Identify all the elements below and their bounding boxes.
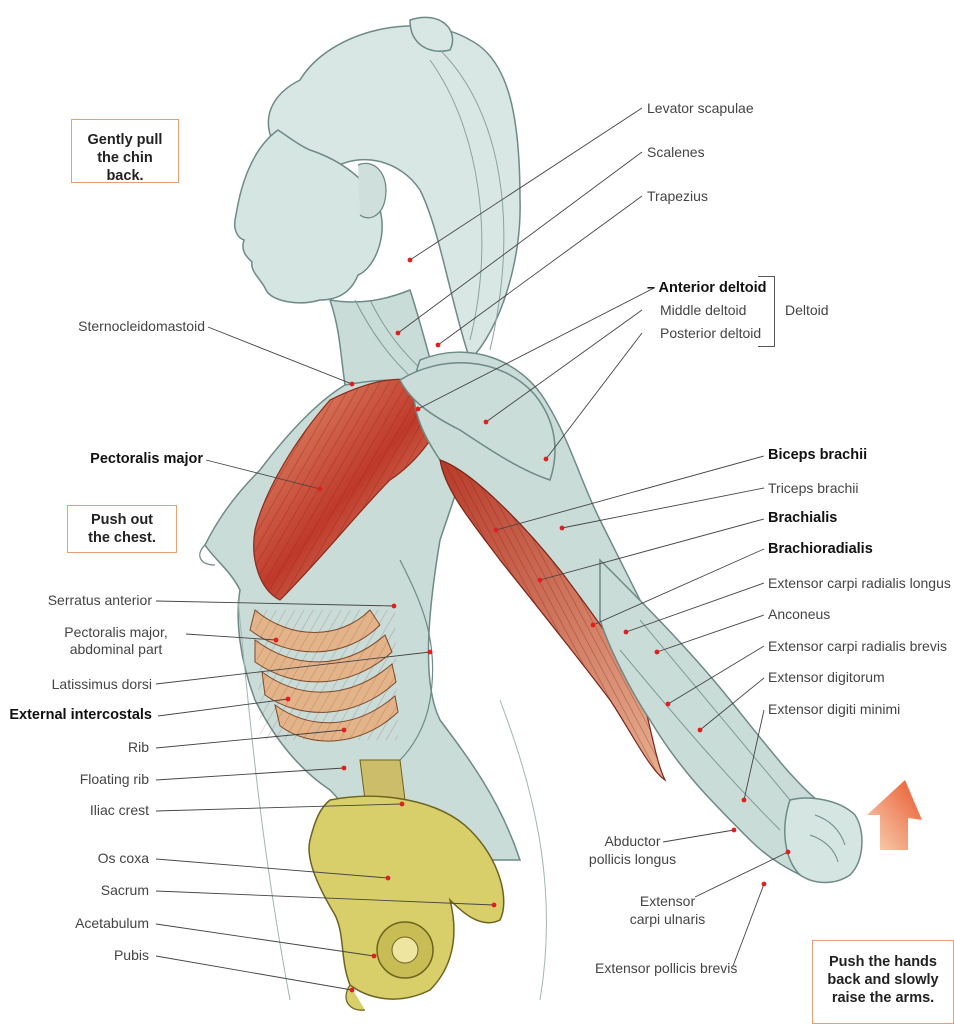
deltoid-bracket — [758, 276, 775, 347]
label-external-intercostals: External intercostals — [9, 707, 152, 723]
label-pect-abdominal-2: abdominal part — [69, 641, 163, 657]
label-levator-scapulae: Levator scapulae — [647, 100, 754, 116]
deltoid-muscle — [399, 362, 556, 481]
head — [233, 129, 383, 304]
label-ext-pollicis-brevis: Extensor pollicis brevis — [595, 960, 738, 976]
label-brachioradialis: Brachioradialis — [768, 541, 873, 557]
label-ext-carpi-ulnaris-1: Extensor — [639, 893, 696, 909]
label-trapezius: Trapezius — [647, 188, 708, 204]
label-middle-deltoid: Middle deltoid — [660, 302, 747, 318]
leader-lines — [155, 107, 789, 991]
label-anconeus: Anconeus — [768, 606, 831, 622]
label-os-coxa: Os coxa — [97, 850, 149, 866]
label-pectoralis-major: Pectoralis major — [90, 451, 203, 467]
tip-chest-line-1: Push out — [90, 512, 154, 528]
label-pect-abdominal-1: Pectoralis major, — [64, 624, 168, 640]
label-floating-rib: Floating rib — [79, 771, 149, 787]
label-pubis: Pubis — [113, 947, 149, 963]
fist — [784, 797, 863, 884]
label-acetabulum: Acetabulum — [75, 915, 149, 931]
marker-dots — [273, 257, 791, 993]
label-anterior-deltoid: – Anterior deltoid — [647, 280, 767, 296]
label-latissimus-dorsi: Latissimus dorsi — [51, 676, 152, 692]
tip-hands: Push the hands back and slowly raise the… — [812, 940, 954, 1024]
pelvis — [308, 795, 505, 1000]
label-posterior-deltoid: Posterior deltoid — [660, 325, 762, 341]
tip-hands-line-1: Push the hands — [829, 954, 937, 970]
tip-chest: Push out the chest. — [67, 505, 177, 553]
label-deltoid: Deltoid — [785, 302, 829, 318]
label-serratus-anterior: Serratus anterior — [47, 592, 152, 608]
label-brachialis: Brachialis — [768, 510, 838, 526]
label-rib: Rib — [127, 739, 149, 755]
neck — [328, 289, 442, 396]
tip-chin-line-1: Gently pull — [87, 132, 163, 148]
label-ext-carpi-rad-brevis: Extensor carpi radialis brevis — [768, 638, 947, 654]
label-sacrum: Sacrum — [100, 882, 149, 898]
raise-arrow — [867, 780, 922, 850]
tip-chin: Gently pull the chin back. — [71, 119, 179, 184]
label-abductor-1: Abductor — [604, 833, 661, 849]
label-ext-digitorum: Extensor digitorum — [768, 669, 885, 685]
tip-hands-line-3: raise the arms. — [831, 990, 935, 1006]
label-ext-digiti-minimi: Extensor digiti minimi — [768, 701, 901, 717]
label-sternocleidomastoid: Sternocleidomastoid — [78, 318, 205, 334]
tip-chest-line-2: the chest. — [88, 530, 156, 546]
label-iliac-crest: Iliac crest — [89, 802, 149, 818]
label-biceps-brachii: Biceps brachii — [768, 447, 868, 463]
tip-hands-line-2: back and slowly — [827, 972, 939, 988]
label-ext-carpi-rad-longus: Extensor carpi radialis longus — [768, 575, 951, 591]
label-abductor-2: pollicis longus — [588, 851, 677, 867]
label-triceps-brachii: Triceps brachii — [768, 480, 859, 496]
tip-chin-line-2: the chin back. — [97, 150, 153, 184]
label-ext-carpi-ulnaris-2: carpi ulnaris — [629, 911, 706, 927]
label-scalenes: Scalenes — [647, 144, 705, 160]
